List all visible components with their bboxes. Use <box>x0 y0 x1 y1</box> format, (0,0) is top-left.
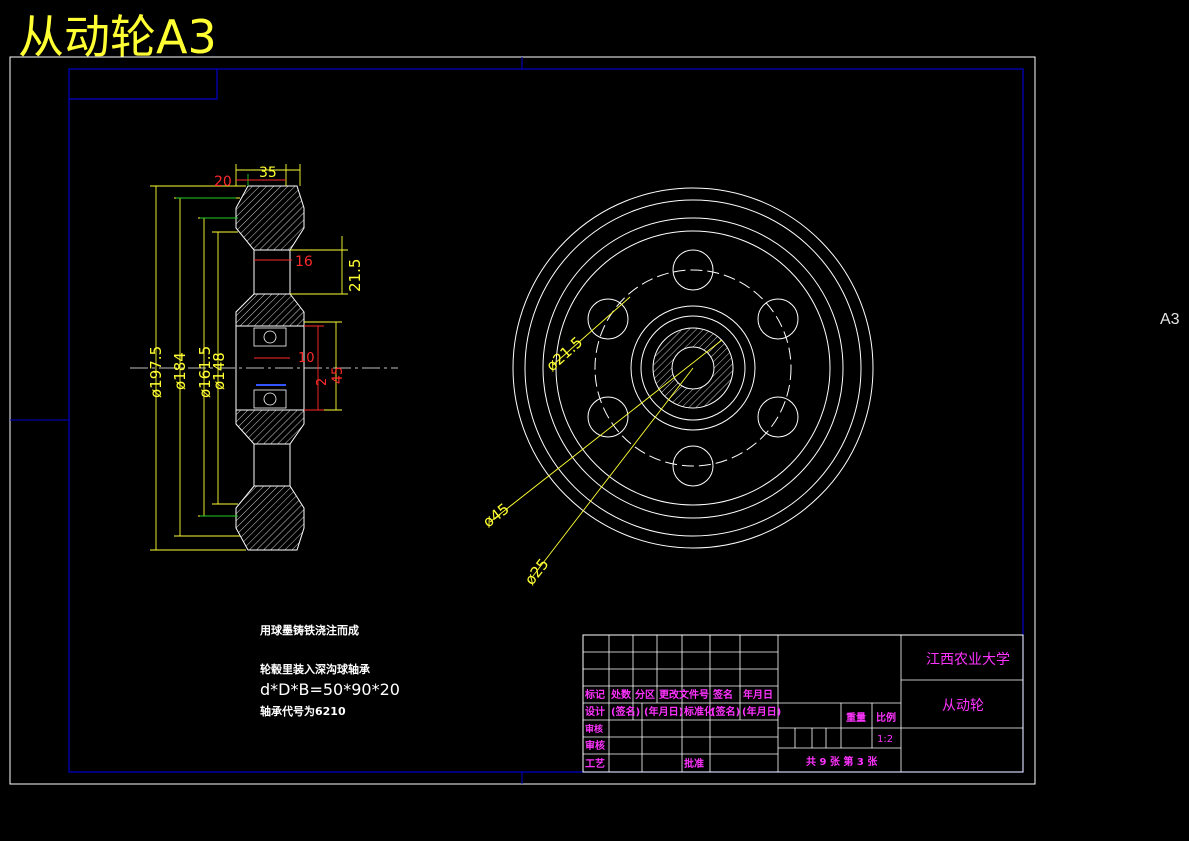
title-block: 标记 处数 分区 更改文件号 签名 年月日 设计 (签名) (年月日) 标准化 … <box>582 634 1024 773</box>
hdr-count: 处数 <box>610 688 632 701</box>
bolt-circle <box>594 269 792 467</box>
sheet-size-label: A3 <box>1160 311 1180 328</box>
front-view: ø21.5 ø45 ø25 <box>479 187 874 588</box>
web-bottom <box>253 443 291 487</box>
front-leaders <box>489 296 723 577</box>
dim-d1: ø197.5 <box>147 346 165 398</box>
dim-width-total: 35 <box>259 165 277 181</box>
note-bearing: 轮毂里装入深沟球轴承 <box>260 663 370 676</box>
row-design-date: (年月日) <box>644 705 683 718</box>
outer-border <box>9 56 1036 785</box>
row-approve: 批准 <box>684 757 704 770</box>
hub-circle-outer <box>630 305 756 431</box>
scale-value: 1:2 <box>877 734 893 745</box>
drawing-title: 从动轮A3 <box>18 10 217 64</box>
dim-bore-front: ø25 <box>521 555 553 588</box>
note-material: 用球墨铸铁浇注而成 <box>260 624 359 637</box>
row-check: 审核 <box>585 739 605 752</box>
hdr-date: 年月日 <box>743 688 773 701</box>
sheet-frames <box>9 56 1036 785</box>
row-standard-sign: (签名) <box>711 705 740 718</box>
row-standard-date: (年月日) <box>742 705 781 718</box>
outer-circle-3 <box>542 217 844 519</box>
hdr-sign: 签名 <box>712 688 733 701</box>
section-view: 35 20 16 10 21.5 ø197.5 ø184 ø161.5 ø148… <box>130 164 398 551</box>
note-bearing-size: d*D*B=50*90*20 <box>260 680 400 699</box>
outer-circle-1 <box>512 187 874 549</box>
part-name: 从动轮 <box>942 698 984 714</box>
hdr-mark: 标记 <box>584 688 605 701</box>
code-box <box>69 69 218 100</box>
dim-d2: ø184 <box>171 352 189 390</box>
hub-top <box>235 293 305 327</box>
dim-hub-outer: 45 <box>330 366 346 384</box>
dim-d4: ø148 <box>210 352 228 390</box>
weight-label: 重量 <box>846 711 866 724</box>
sheet-info: 共 9 张 第 3 张 <box>806 755 878 768</box>
note-bearing-code: 轴承代号为6210 <box>260 705 346 718</box>
row-design: 设计 <box>585 705 605 718</box>
dim-hole: ø21.5 <box>543 333 587 375</box>
dim-hub-front: ø45 <box>479 500 512 532</box>
row-review: 审核 <box>585 723 603 735</box>
dim-width-left: 20 <box>214 174 232 190</box>
hub-circle-mid <box>640 315 746 421</box>
row-design-sign: (签名) <box>611 705 640 718</box>
row-standard: 标准化 <box>683 705 714 718</box>
scale-label: 比例 <box>876 711 896 724</box>
rim-bottom <box>235 485 305 551</box>
dim-hub-inner: 2 <box>315 378 330 386</box>
bearing-bottom <box>253 389 287 409</box>
university-name: 江西农业大学 <box>926 652 1010 668</box>
dim-slot: 16 <box>295 254 313 270</box>
outer-circle-4 <box>555 230 831 506</box>
dim-hub-a: 21.5 <box>346 259 364 292</box>
hdr-change-doc: 更改文件号 <box>659 688 709 701</box>
outer-circle-2 <box>524 199 862 537</box>
ball-top <box>263 330 277 344</box>
hub-bottom <box>235 409 305 445</box>
row-process: 工艺 <box>585 757 605 770</box>
ball-bottom <box>263 392 277 406</box>
hdr-zone: 分区 <box>635 688 655 701</box>
web-top <box>253 249 291 295</box>
dim-d3: ø161.5 <box>196 346 214 398</box>
inner-frame <box>68 68 1024 773</box>
rim-top <box>235 185 305 251</box>
lightening-holes <box>587 249 799 487</box>
bearing-top <box>253 327 287 347</box>
dim-bore-step: 10 <box>298 351 315 366</box>
